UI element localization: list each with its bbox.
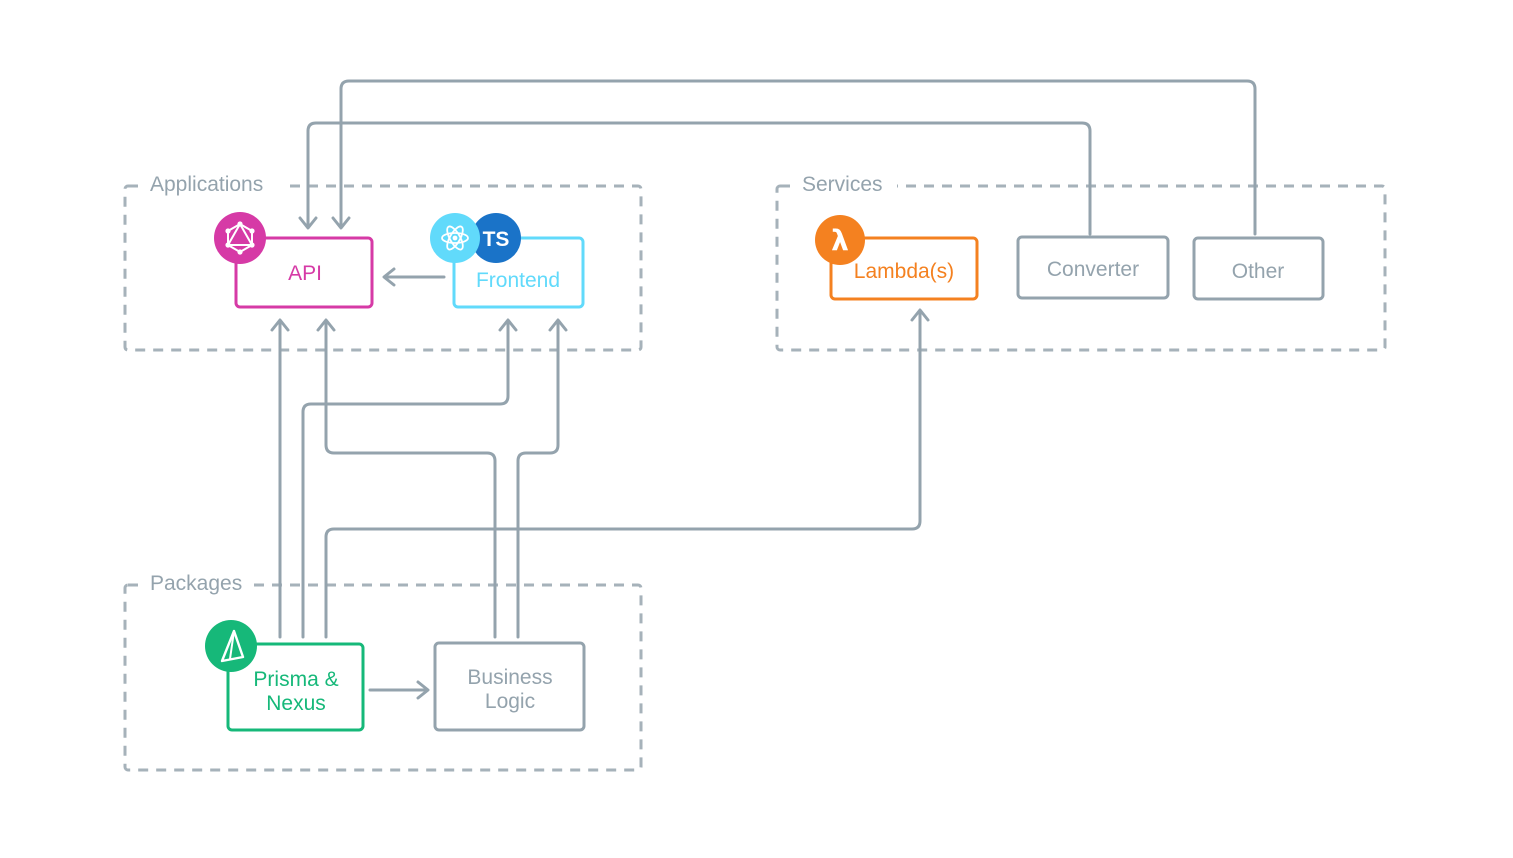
node-label-prisma-line1: Prisma & xyxy=(253,668,338,691)
typescript-badge-text: TS xyxy=(483,228,510,251)
group-applications: Applications xyxy=(123,170,643,352)
node-other[interactable]: Other xyxy=(1192,236,1325,301)
prisma-icon xyxy=(205,620,257,672)
react-icon xyxy=(430,213,480,263)
arrowhead xyxy=(270,318,290,332)
connector-prisma-to-lambda xyxy=(324,310,922,639)
node-business-logic[interactable]: Business Logic xyxy=(433,641,586,732)
node-label-lambda: Lambda(s) xyxy=(854,260,954,283)
node-label-prisma-line2: Nexus xyxy=(266,692,326,715)
arrowhead xyxy=(548,318,568,332)
connectors xyxy=(270,79,1257,700)
group-services: Services xyxy=(775,170,1387,352)
lambda-badge-text: λ xyxy=(831,224,849,257)
connector-business-to-api xyxy=(324,320,497,639)
group-label-packages: Packages xyxy=(150,572,242,595)
node-label-api: API xyxy=(288,262,322,285)
node-lambda[interactable]: Lambda(s) xyxy=(829,236,979,301)
connector-converter-to-api xyxy=(306,121,1092,236)
group-packages: Packages xyxy=(123,569,643,772)
arrowhead xyxy=(316,318,336,332)
node-label-business-line1: Business xyxy=(467,666,552,689)
arrowhead xyxy=(416,680,430,700)
connector-prisma-to-frontend xyxy=(301,320,510,639)
group-label-applications: Applications xyxy=(150,173,263,196)
node-prisma-nexus[interactable]: Prisma & Nexus xyxy=(226,642,365,732)
node-label-frontend: Frontend xyxy=(476,269,560,292)
graphql-icon xyxy=(214,212,266,264)
connector-business-to-frontend xyxy=(516,320,560,639)
node-label-business-line2: Logic xyxy=(485,690,535,713)
node-converter[interactable]: Converter xyxy=(1016,235,1170,300)
arrowhead xyxy=(331,216,351,230)
node-label-converter: Converter xyxy=(1047,258,1139,281)
connector-other-to-api xyxy=(339,79,1257,236)
arrowhead xyxy=(910,308,930,322)
arrowhead xyxy=(498,318,518,332)
arrowhead xyxy=(382,267,396,287)
arrowhead xyxy=(298,216,318,230)
aws-lambda-icon: λ xyxy=(815,215,865,265)
node-label-other: Other xyxy=(1232,260,1285,283)
group-label-services: Services xyxy=(802,173,883,196)
node-api[interactable]: API xyxy=(234,236,374,309)
typescript-icon: TS xyxy=(471,213,521,263)
